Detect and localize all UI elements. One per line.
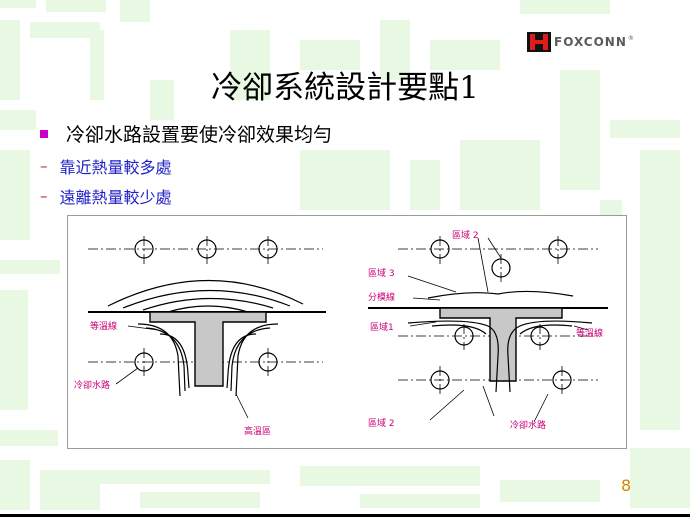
sub-bullet-text: 遠離熱量較少處 [59, 188, 172, 207]
sub-bullet-2: – 遠離熱量較少處 [40, 184, 172, 208]
main-bullet: 冷卻水路設置要使冷卻效果均勻 [40, 120, 332, 147]
logo-text: FOXCONN [554, 35, 627, 49]
logo-registered-mark: ® [627, 34, 634, 42]
left-isotherm-label: 等溫線 [90, 320, 117, 332]
cooling-diagram: 等溫線 冷卻水路 高溫區 [67, 215, 627, 449]
square-bullet-icon [40, 129, 48, 138]
sub-bullet-text: 靠近熱量較多處 [59, 158, 172, 177]
foxconn-logo: FOXCONN ® [527, 32, 634, 52]
sub-bullet-1: – 靠近熱量較多處 [40, 154, 172, 178]
main-bullet-text: 冷卻水路設置要使冷卻效果均勻 [66, 124, 333, 146]
right-water-label: 冷卻水路 [510, 419, 546, 431]
right-isotherm-label: 等溫線 [576, 327, 603, 339]
dash-bullet-icon: – [40, 157, 48, 175]
foxconn-logo-icon [527, 32, 551, 52]
cooling-diagram-svg: 等溫線 冷卻水路 高溫區 [74, 229, 608, 437]
bottom-bar [0, 514, 690, 517]
page-number: 8 [621, 476, 632, 495]
left-high-temp-label: 高溫區 [244, 425, 271, 437]
dash-bullet-icon: – [40, 187, 48, 205]
right-zone2-top-label: 區域 2 [452, 229, 479, 241]
right-divider-label: 分模線 [368, 291, 395, 303]
right-diagram [368, 236, 608, 423]
right-zone2-bottom-label: 區域 2 [368, 417, 395, 429]
slide-title: 冷卻系統設計要點1 [211, 70, 479, 106]
left-diagram [88, 236, 326, 419]
right-zone1-label: 區域1 [370, 321, 394, 333]
right-zone3-label: 區域 3 [368, 267, 395, 279]
left-water-label: 冷卻水路 [74, 379, 110, 391]
